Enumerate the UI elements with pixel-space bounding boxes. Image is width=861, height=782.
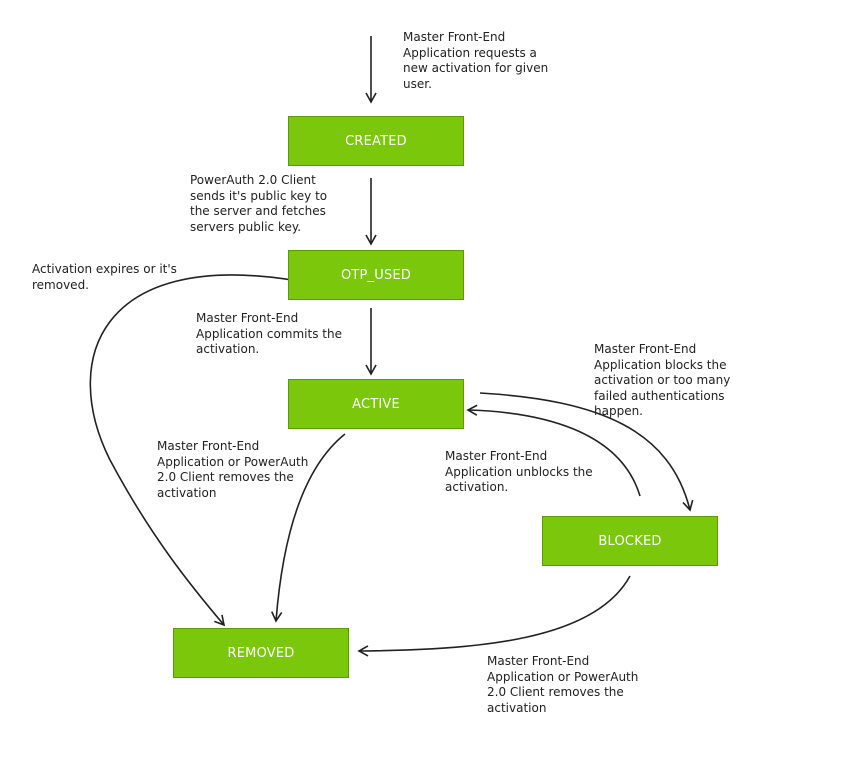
state-active[interactable]: ACTIVE [288, 379, 464, 429]
label-unblock-activation: Master Front-End Application unblocks th… [445, 449, 593, 494]
arrow-blocked-to-active [466, 404, 641, 497]
label-remove-from-blocked: Master Front-End Application or PowerAut… [487, 654, 639, 715]
state-blocked[interactable]: BLOCKED [542, 516, 718, 566]
label-exchange-keys: PowerAuth 2.0 Client sends it's public k… [190, 173, 328, 234]
state-removed[interactable]: REMOVED [173, 628, 349, 678]
label-expire-activation: Activation expires or it's removed. [32, 262, 177, 292]
label-block-activation: Master Front-End Application blocks the … [594, 342, 731, 418]
state-created[interactable]: CREATED [288, 116, 464, 166]
arrow-active-to-blocked [479, 392, 694, 512]
arrow-blocked-to-removed [357, 575, 631, 657]
label-remove-from-active: Master Front-End Application or PowerAut… [157, 439, 309, 500]
label-request-activation: Master Front-End Application requests a … [403, 30, 549, 91]
state-otp-used[interactable]: OTP_USED [288, 250, 464, 300]
arrow-active-to-removed [270, 433, 346, 623]
label-commit-activation: Master Front-End Application commits the… [196, 311, 342, 356]
arrow-otp-used-to-removed [89, 274, 293, 627]
